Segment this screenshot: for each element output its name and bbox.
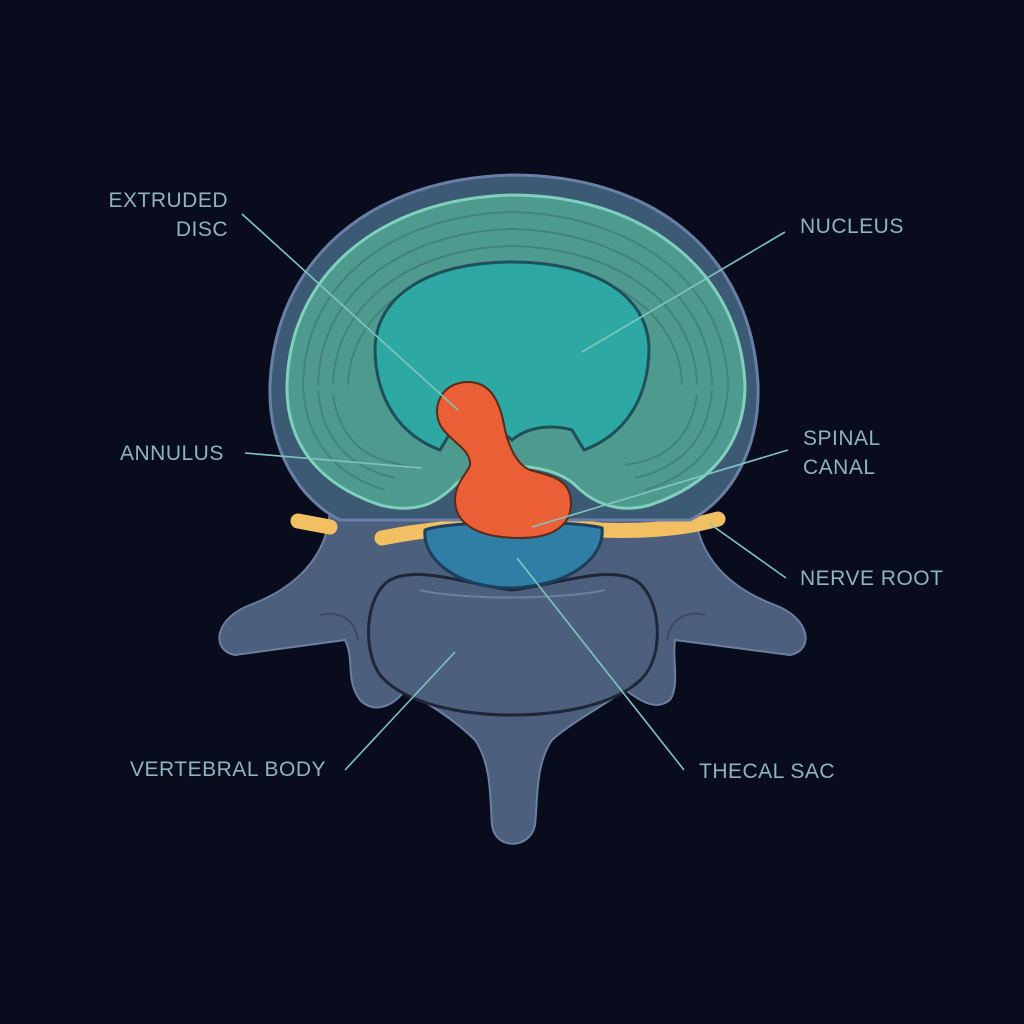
leader-annulus: [244, 452, 423, 469]
label-nerve-root: NERVE ROOT: [800, 567, 944, 590]
leader-lines: [241, 213, 789, 771]
leader-vertebral-body: [344, 651, 456, 771]
label-thecal-sac: THECAL SAC: [699, 760, 836, 783]
label-vertebral-body: VERTEBRAL BODY: [130, 758, 327, 781]
vertebral-body-shape: [367, 573, 659, 717]
label-spinal-canal: SPINAL CANAL: [803, 424, 881, 482]
label-spinal-canal-line-2: CANAL: [803, 456, 876, 479]
nucleus-shape: [373, 260, 651, 452]
herniation-shape: [436, 380, 572, 540]
label-extruded-disc-line-2: DISC: [175, 218, 228, 241]
annulus-lamellae: [302, 210, 729, 491]
leader-thecal-sac: [516, 557, 685, 771]
vertebral-body-highlight: [419, 589, 606, 599]
label-spinal-canal-line-1: SPINAL: [803, 427, 881, 450]
leader-extruded-disc: [241, 213, 459, 411]
arch-contour-left: [319, 612, 359, 641]
label-extruded-disc-line-1: EXTRUDED: [108, 189, 228, 212]
label-annulus: ANNULUS: [120, 442, 224, 465]
label-nucleus: NUCLEUS: [800, 215, 904, 238]
leader-nerve-root: [709, 523, 787, 579]
label-extruded-disc: EXTRUDED DISC: [108, 186, 228, 244]
nerve-root-left: [290, 513, 338, 535]
leader-spinal-canal: [531, 449, 789, 528]
arch-contour-right: [666, 612, 706, 641]
leader-nucleus: [581, 231, 786, 353]
